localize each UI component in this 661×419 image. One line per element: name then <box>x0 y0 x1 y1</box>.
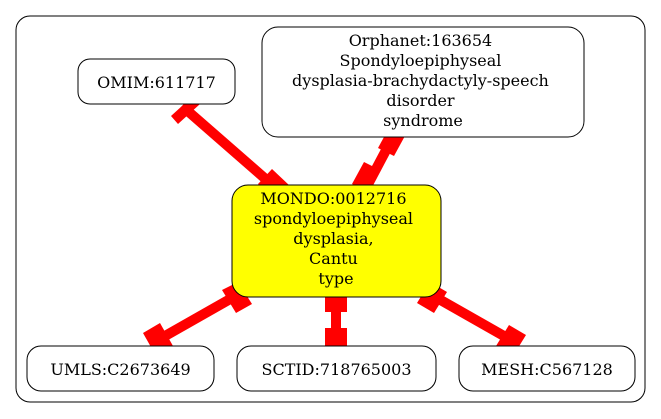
node-orphanet-line-2: dysplasia-brachydactyly-speech <box>292 71 549 90</box>
svg-text:MESH:C567128: MESH:C567128 <box>481 360 613 379</box>
node-center-line-2: dysplasia, <box>293 229 373 248</box>
node-orphanet-line-0: Orphanet:163654 <box>349 31 493 50</box>
node-omim-line-0: OMIM:611717 <box>97 73 216 92</box>
svg-text:Orphanet:163654 Spondy: Orphanet:163654 Spondyloepiphyseal dyspl… <box>292 31 554 130</box>
node-umls-line-0: UMLS:C2673649 <box>50 360 190 379</box>
node-mesh[interactable]: MESH:C567128 <box>458 345 636 392</box>
node-orphanet-line-4: syndrome <box>383 111 463 130</box>
svg-text:UMLS:C2673649: UMLS:C2673649 <box>50 360 190 379</box>
node-umls[interactable]: UMLS:C2673649 <box>26 345 215 392</box>
node-center-line-3: Cantu <box>309 249 358 268</box>
edge-center-to-sctid <box>325 290 347 350</box>
node-orphanet-line-3: disorder <box>386 91 455 110</box>
svg-text:SCTID:718765003: SCTID:718765003 <box>261 360 411 379</box>
svg-text:MONDO:0012716 spondylo: MONDO:0012716 spondyloepiphyseal dysplas… <box>254 189 418 288</box>
node-center-line-4: type <box>318 269 353 288</box>
node-orphanet[interactable]: Orphanet:163654 Spondyloepiphyseal dyspl… <box>261 26 585 138</box>
cluster-border <box>15 15 646 403</box>
node-mesh-line-0: MESH:C567128 <box>481 360 613 379</box>
node-omim[interactable]: OMIM:611717 <box>77 58 236 105</box>
node-orphanet-line-1: Spondyloepiphyseal <box>339 51 501 70</box>
edge-center-to-umls <box>143 282 252 356</box>
node-sctid-line-0: SCTID:718765003 <box>261 360 411 379</box>
node-center-line-1: spondyloepiphyseal <box>254 209 413 228</box>
node-sctid[interactable]: SCTID:718765003 <box>236 345 437 392</box>
node-mondo-center[interactable]: MONDO:0012716 spondyloepiphyseal dysplas… <box>231 184 442 298</box>
node-center-line-0: MONDO:0012716 <box>260 189 406 208</box>
svg-text:OMIM:611717: OMIM:611717 <box>97 73 216 92</box>
